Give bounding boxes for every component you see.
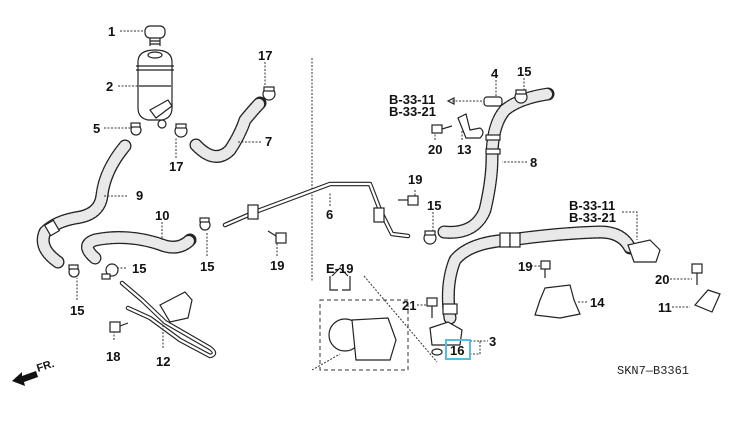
bolt-19-upper[interactable] xyxy=(398,195,419,206)
callout-15-mid[interactable]: 15 xyxy=(200,259,214,274)
callout-2[interactable]: 2 xyxy=(106,79,113,94)
hose-9[interactable] xyxy=(36,139,132,269)
ref-b-33-11-right[interactable]: B-33-11 xyxy=(569,198,615,213)
callout-16[interactable]: 16 xyxy=(450,343,464,358)
front-direction-label: FR. xyxy=(35,358,56,375)
front-direction-arrow-icon xyxy=(12,371,38,386)
callout-3[interactable]: 3 xyxy=(489,334,496,349)
callout-12[interactable]: 12 xyxy=(156,354,170,369)
cooler-pipe-12[interactable] xyxy=(119,280,217,359)
callout-21[interactable]: 21 xyxy=(402,298,416,313)
callout-18[interactable]: 18 xyxy=(106,349,120,364)
hose-8[interactable] xyxy=(437,87,555,239)
diagram-code: SKN7—B3361 xyxy=(617,364,689,378)
callout-9[interactable]: 9 xyxy=(136,188,143,203)
ref-b-33-11-top[interactable]: B-33-11 xyxy=(389,92,435,107)
bolt-20-upper[interactable] xyxy=(431,124,453,134)
callout-17-upper[interactable]: 17 xyxy=(258,48,272,63)
hose-clamp-15-center[interactable] xyxy=(101,263,119,280)
callout-15-right[interactable]: 15 xyxy=(427,198,441,213)
hose-10[interactable] xyxy=(81,231,197,265)
callout-6[interactable]: 6 xyxy=(326,207,333,222)
up-arrow-icon xyxy=(329,267,351,291)
callout-19-mid[interactable]: 19 xyxy=(270,258,284,273)
callout-11[interactable]: 11 xyxy=(658,300,672,315)
clamp-11[interactable] xyxy=(694,289,721,313)
reservoir-tank[interactable] xyxy=(136,49,174,129)
callout-20-upper[interactable]: 20 xyxy=(428,142,442,157)
hose-clamp-17-upper[interactable] xyxy=(262,86,276,101)
callout-4[interactable]: 4 xyxy=(491,66,499,81)
hose-clamp-15-top[interactable] xyxy=(514,89,528,104)
callout-13[interactable]: 13 xyxy=(457,142,471,157)
power-steering-pump[interactable] xyxy=(328,317,397,361)
ref-b-33-21-right[interactable]: B-33-21 xyxy=(569,210,616,225)
bracket-14[interactable] xyxy=(534,284,581,319)
pressure-hose-3[interactable] xyxy=(429,225,661,346)
callout-17-lower[interactable]: 17 xyxy=(169,159,183,174)
callout-14[interactable]: 14 xyxy=(590,295,605,310)
ref-e-19[interactable]: E-19 xyxy=(326,261,353,276)
ref-b-33-21-top[interactable]: B-33-21 xyxy=(389,104,436,119)
hose-clamp-17-lower[interactable] xyxy=(174,123,188,138)
clamp-13[interactable] xyxy=(457,113,484,139)
callout-7[interactable]: 7 xyxy=(265,134,272,149)
bolt-19-mid[interactable] xyxy=(267,230,287,244)
return-pipe-6[interactable] xyxy=(222,181,411,239)
hose-clamp-5[interactable] xyxy=(130,122,142,136)
callout-10[interactable]: 10 xyxy=(155,208,169,223)
hose-clamp-15-right[interactable] xyxy=(423,230,437,245)
joint-bolt-4[interactable] xyxy=(483,96,503,107)
leader-lines xyxy=(76,30,692,355)
bolt-19-right[interactable] xyxy=(540,260,551,278)
callout-20-right[interactable]: 20 xyxy=(655,272,669,287)
bolt-21[interactable] xyxy=(426,297,438,318)
hose-clamp-15-mid[interactable] xyxy=(199,217,211,231)
pump-leader xyxy=(363,275,438,363)
callout-15-top[interactable]: 15 xyxy=(517,64,531,79)
arrow-left-icon xyxy=(446,97,455,105)
callout-19-right[interactable]: 19 xyxy=(518,259,532,274)
highlight-box-16 xyxy=(445,339,471,360)
seal-washer-16[interactable] xyxy=(431,348,443,356)
pump-leader-2 xyxy=(311,353,341,371)
bolt-20-right[interactable] xyxy=(691,263,703,285)
callout-15-center[interactable]: 15 xyxy=(132,261,146,276)
callout-5[interactable]: 5 xyxy=(93,121,100,136)
callout-8[interactable]: 8 xyxy=(530,155,537,170)
pump-reference-box xyxy=(319,299,409,371)
callout-19-upper[interactable]: 19 xyxy=(408,172,422,187)
hose-7[interactable] xyxy=(189,96,267,163)
reservoir-cap[interactable] xyxy=(144,25,166,46)
hose-clamp-15-left[interactable] xyxy=(68,264,80,278)
callout-1[interactable]: 1 xyxy=(108,24,115,39)
bolt-18[interactable] xyxy=(109,321,129,333)
callout-15-left[interactable]: 15 xyxy=(70,303,84,318)
